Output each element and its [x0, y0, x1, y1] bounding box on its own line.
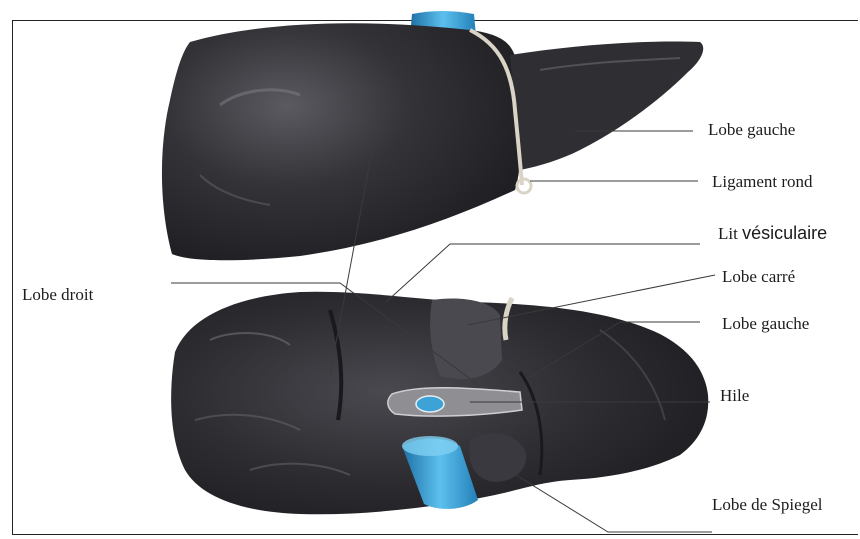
label-lobe-gauche-top: Lobe gauche	[708, 121, 795, 138]
right-lobe-shape	[162, 23, 521, 260]
label-lobe-carre: Lobe carré	[722, 268, 795, 285]
left-lobe-top-shape	[510, 42, 703, 170]
label-lit: Lit	[718, 224, 738, 243]
label-hile: Hile	[720, 387, 749, 404]
label-lobe-de-spiegel: Lobe de Spiegel	[712, 496, 822, 513]
portal-vein-section	[416, 396, 444, 412]
quadrate-lobe-shape	[430, 299, 502, 379]
top-liver-view	[162, 11, 703, 260]
leader-lit-vesiculaire	[386, 244, 700, 302]
ligament-rond-knot	[517, 179, 531, 193]
label-ligament-rond: Ligament rond	[712, 173, 813, 190]
label-lobe-droit: Lobe droit	[22, 286, 93, 303]
label-vesiculaire: vésiculaire	[742, 223, 827, 243]
label-lit-vesiculaire: Lit vésiculaire	[718, 224, 827, 242]
label-lobe-gauche-bottom: Lobe gauche	[722, 315, 809, 332]
bottom-liver-view	[171, 292, 708, 515]
